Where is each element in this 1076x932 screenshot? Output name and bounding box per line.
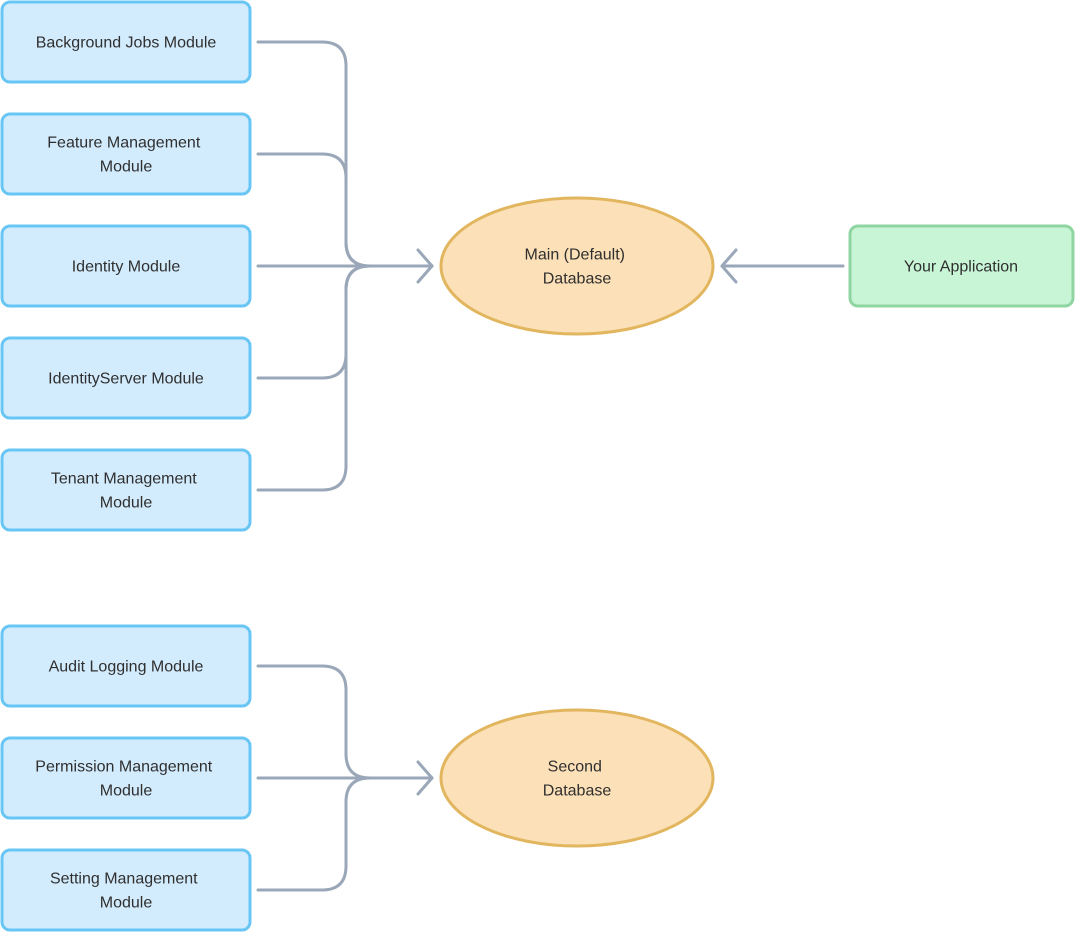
module-label-line: Background Jobs Module <box>36 35 217 52</box>
main-db-connector <box>256 264 434 492</box>
svg-text:Audit Logging Module: Audit Logging Module <box>49 659 204 676</box>
module-feature-management[interactable]: Feature Management Module <box>0 112 252 196</box>
module-label-line: Setting Management <box>50 871 198 888</box>
svg-text:Second Database: Second Database <box>543 759 612 800</box>
second-database[interactable]: Second Database <box>439 708 715 848</box>
svg-text:Setting Management Modul: Setting Management Module <box>50 871 202 912</box>
svg-text:Background Jobs Module: Background Jobs Module <box>36 35 217 52</box>
module-identity[interactable]: Identity Module <box>0 224 252 308</box>
module-label-line: Module <box>100 895 153 912</box>
database-label-line: Database <box>543 783 612 800</box>
main-db-connector <box>256 152 434 268</box>
svg-text:Your Application: Your Application <box>904 259 1018 276</box>
svg-text:Identity Module: Identity Module <box>72 259 181 276</box>
application-label: Your Application <box>904 259 1018 276</box>
module-tenant-management[interactable]: Tenant Management Module <box>0 448 252 532</box>
svg-text:Main (Default) Database: Main (Default) Database <box>525 247 630 288</box>
module-label-line: Identity Module <box>72 259 181 276</box>
connectors <box>256 40 845 892</box>
module-label-line: Permission Management <box>35 759 213 776</box>
module-label-line: Tenant Management <box>51 471 197 488</box>
svg-text:IdentityServer Module: IdentityServer Module <box>48 371 204 388</box>
module-background-jobs[interactable]: Background Jobs Module <box>0 0 252 84</box>
main-database[interactable]: Main (Default) Database <box>439 196 715 336</box>
module-label-line: IdentityServer Module <box>48 371 204 388</box>
main-db-arrowhead <box>416 248 434 284</box>
app-arrowhead <box>720 248 738 284</box>
module-audit-logging[interactable]: Audit Logging Module <box>0 624 252 708</box>
module-identityserver[interactable]: IdentityServer Module <box>0 336 252 420</box>
module-label-line: Module <box>100 495 153 512</box>
module-permission-management[interactable]: Permission Management Module <box>0 736 252 820</box>
module-label-line: Module <box>100 159 153 176</box>
module-setting-management[interactable]: Setting Management Module <box>0 848 252 932</box>
second-db-arrowhead <box>416 760 434 796</box>
second-db-connector <box>256 776 434 892</box>
second-db-connector <box>256 664 434 780</box>
database-label-line: Main (Default) <box>525 247 625 264</box>
your-application[interactable]: Your Application <box>848 224 1075 308</box>
svg-text:Feature Management Modul: Feature Management Module <box>47 135 204 176</box>
database-label-line: Database <box>543 271 612 288</box>
module-label-line: Module <box>100 783 153 800</box>
database-label-line: Second <box>548 759 602 776</box>
module-label-line: Audit Logging Module <box>49 659 204 676</box>
module-label-line: Feature Management <box>47 135 201 152</box>
svg-text:Permission Management Mo: Permission Management Module <box>35 759 216 800</box>
svg-text:Tenant Management Module: Tenant Management Module <box>51 471 201 512</box>
